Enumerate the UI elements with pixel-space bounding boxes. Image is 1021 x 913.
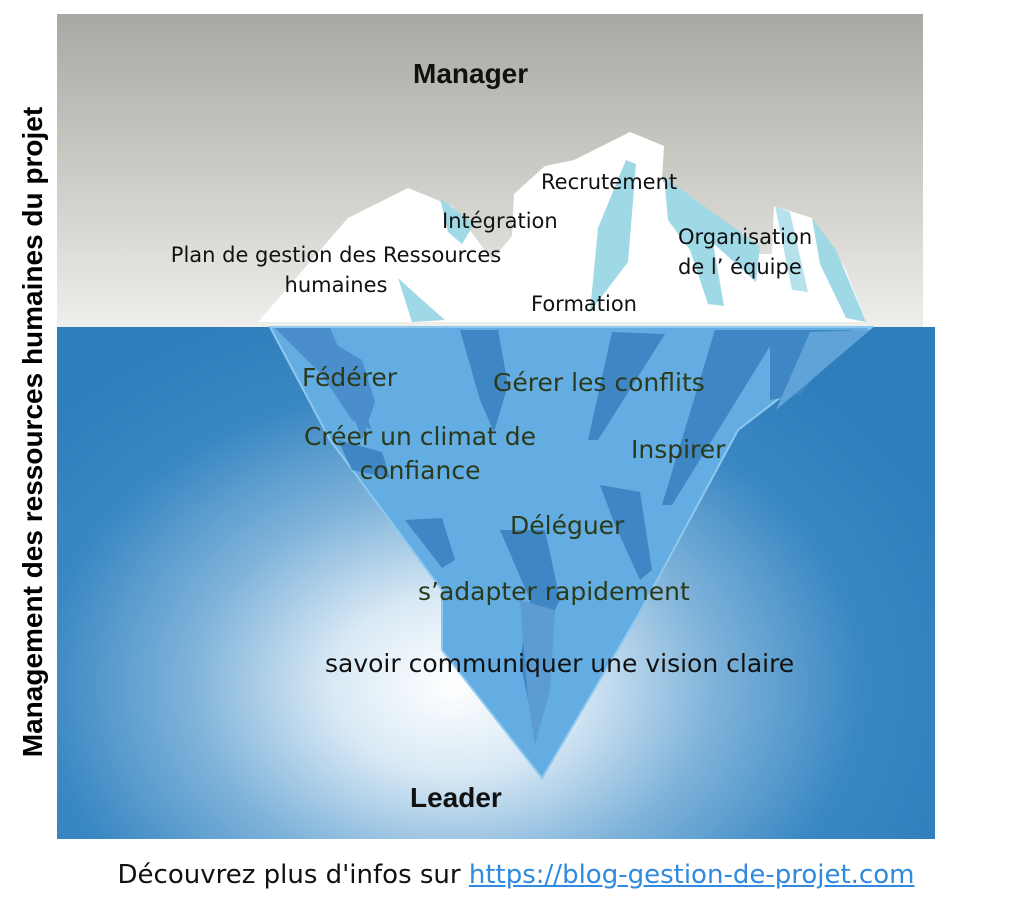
ice-facet (405, 518, 455, 568)
ice-shadow (775, 206, 808, 292)
ice-shadow (440, 198, 474, 244)
ice-shadow (590, 160, 636, 312)
ice-facet (328, 340, 375, 440)
ice-shadow (398, 278, 445, 322)
label-integration: Intégration (442, 209, 558, 233)
leader-heading: Leader (410, 782, 502, 813)
label-deleguer: Déléguer (510, 511, 625, 540)
label-formation: Formation (531, 292, 637, 316)
ice-facet (460, 330, 508, 432)
label-communiquer: savoir communiquer une vision claire (325, 649, 795, 678)
label-climat-confiance: Créer un climat de confiance (303, 422, 537, 485)
ice-facet (338, 440, 390, 478)
label-organisation: Organisation de l’ équipe (678, 225, 813, 279)
ice-facet (588, 332, 665, 440)
ice-shadow (664, 176, 724, 306)
ice-facet (662, 330, 780, 505)
label-plan-gestion: Plan de gestion des Ressources humaines (170, 243, 502, 297)
side-title: Management des ressources humaines du pr… (17, 106, 48, 758)
label-federer: Fédérer (302, 363, 398, 392)
ice-shadow (812, 218, 866, 322)
label-inspirer: Inspirer (631, 435, 726, 464)
label-recrutement: Recrutement (541, 170, 678, 194)
ice-facet (275, 328, 372, 430)
manager-heading: Manager (413, 58, 529, 89)
label-adapter: s’adapter rapidement (418, 577, 690, 606)
ice-facet (520, 600, 555, 745)
footer-link[interactable]: https://blog-gestion-de-projet.com (468, 860, 915, 890)
ice-facet (776, 330, 870, 410)
footer-text: Découvrez plus d'infos sur (117, 860, 461, 890)
ice-facet (600, 485, 652, 580)
label-gerer-conflits: Gérer les conflits (493, 368, 705, 397)
ice-shadow (690, 196, 760, 282)
footer: Découvrez plus d'infos sur https://blog-… (0, 860, 1021, 890)
